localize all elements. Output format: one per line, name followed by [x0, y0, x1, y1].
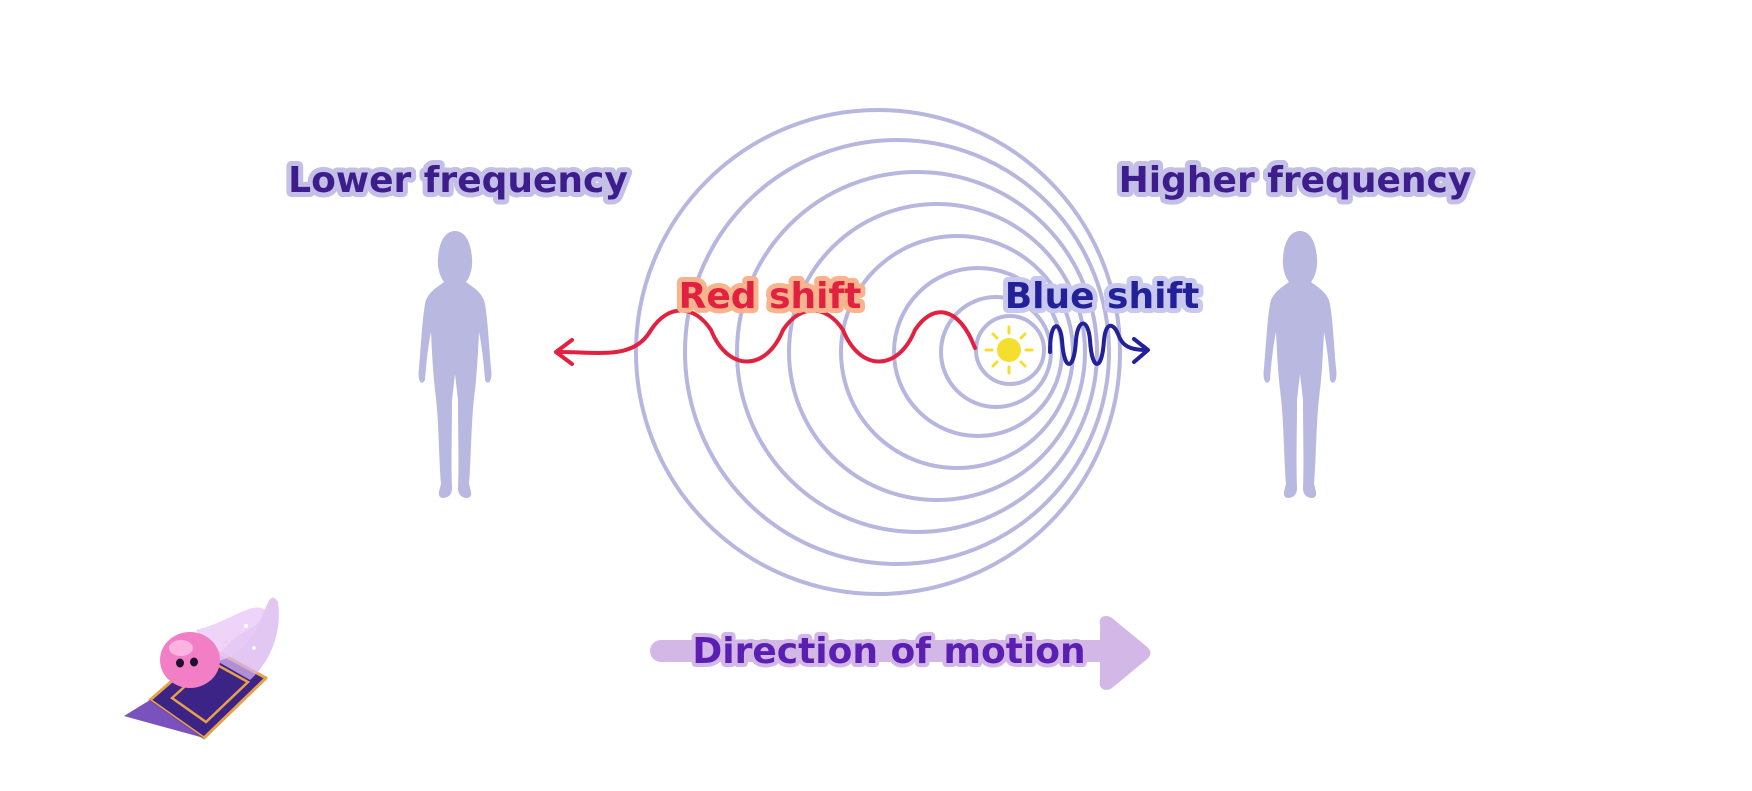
red-wave-arrowhead-icon: [554, 338, 574, 366]
left-observer-silhouette-icon: [418, 231, 492, 498]
blue-shift-wave: [1048, 321, 1150, 366]
red-shift-label: Red shift: [679, 276, 862, 317]
lower-frequency-label: Lower frequency: [288, 160, 628, 201]
wavefront-2: [683, 138, 1111, 566]
wavefront-4: [787, 202, 1087, 502]
wavefront-3: [735, 170, 1099, 534]
direction-of-motion-label: Direction of motion: [692, 631, 1085, 672]
wavefront-1: [634, 108, 1122, 596]
blob-on-magic-carpet-icon: [124, 597, 279, 740]
blue-wave-arrowhead-icon: [1132, 337, 1150, 364]
sun-icon: [984, 325, 1034, 375]
wavefront-8: [974, 314, 1046, 386]
red-shift-wave: [554, 308, 977, 366]
blue-shift-label: Blue shift: [1005, 276, 1200, 317]
motion-arrow: [650, 616, 1151, 690]
right-observer-silhouette-icon: [1263, 231, 1337, 498]
higher-frequency-label: Higher frequency: [1119, 160, 1472, 201]
wavefronts: [634, 108, 1122, 596]
